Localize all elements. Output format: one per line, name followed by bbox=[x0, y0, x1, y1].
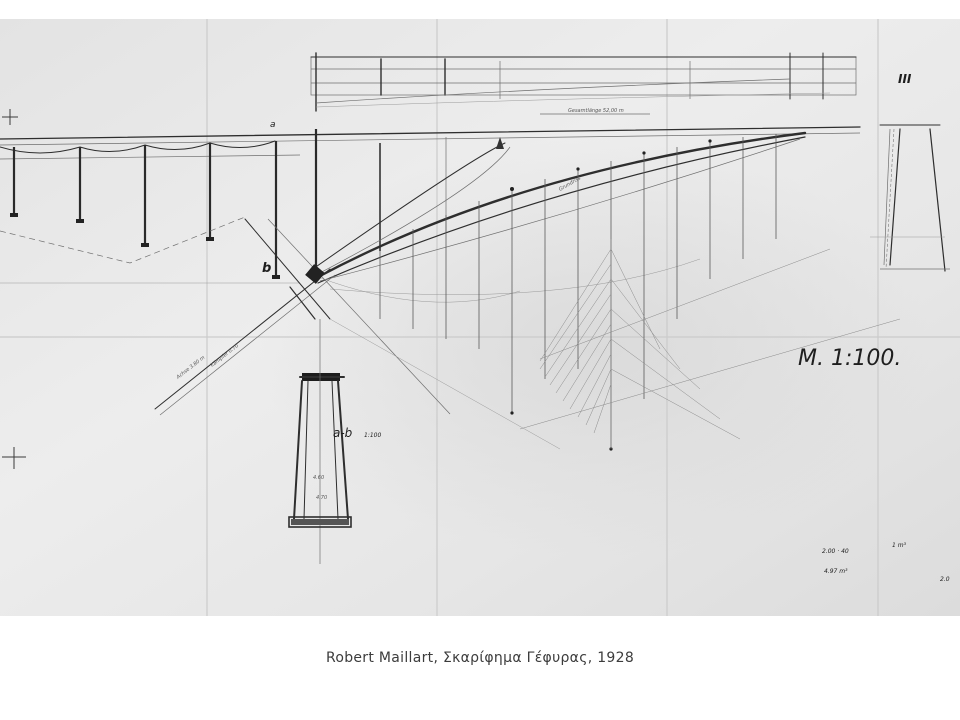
note-line-3: 4.97 m³ bbox=[824, 568, 848, 575]
top-deck-elevation: Gesamtlänge 52,00 m bbox=[310, 52, 857, 115]
note-line-1: 2.00 · 40 bbox=[822, 548, 849, 555]
drawing-scale-label: M. 1:100. bbox=[798, 346, 901, 371]
approach-columns bbox=[0, 129, 447, 284]
note-line-2: 1 m³ bbox=[892, 542, 907, 549]
svg-text:4.70: 4.70 bbox=[316, 495, 327, 501]
section-scale: 1:100 bbox=[364, 432, 381, 439]
section-point-a: a bbox=[270, 120, 276, 130]
registration-marks bbox=[2, 109, 26, 469]
corner-mark: 2.0 bbox=[940, 576, 950, 583]
image-caption: Robert Maillart, Σκαρίφημα Γέφυρας, 1928 bbox=[325, 650, 635, 666]
elevation-label: III bbox=[898, 72, 912, 86]
deck-line bbox=[0, 126, 861, 160]
paper-fold-lines bbox=[0, 19, 960, 616]
section-point-b: b bbox=[262, 261, 271, 276]
section-label: a-b bbox=[333, 426, 353, 440]
abutment-elevation bbox=[870, 124, 950, 272]
construction-fan bbox=[519, 239, 901, 449]
bridge-sketch-drawing: Gesamtlänge 52,00 m bbox=[0, 19, 960, 616]
svg-text:4.60: 4.60 bbox=[313, 475, 324, 481]
svg-text:Gesamtlänge 52,00 m: Gesamtlänge 52,00 m bbox=[568, 108, 624, 114]
paper-shadow bbox=[0, 19, 960, 616]
pier-cross-section: 4.60 4.70 bbox=[288, 319, 352, 564]
